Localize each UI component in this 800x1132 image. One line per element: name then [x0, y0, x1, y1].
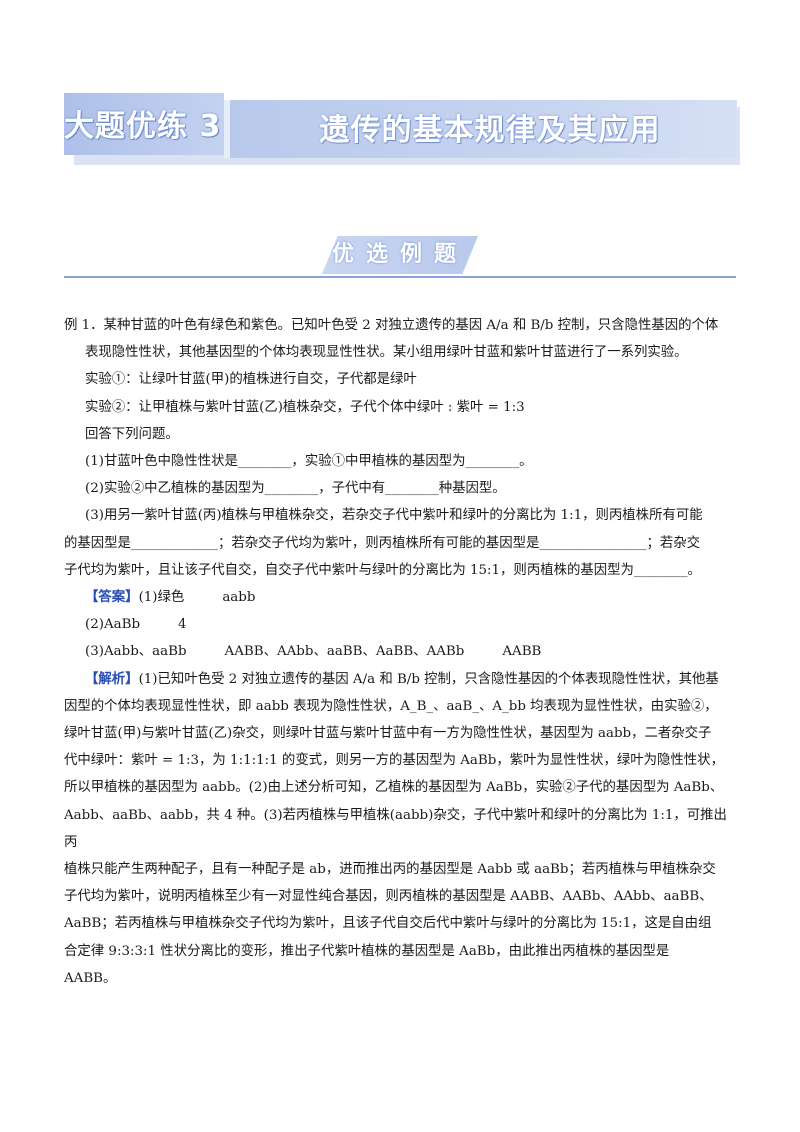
experiment-2: 实验②：让甲植株与紫叶甘蓝(乙)植株杂交，子代个体中绿叶 : 紫叶 = 1:3 — [85, 399, 525, 415]
analysis-line: 绿叶甘蓝(甲)与紫叶甘蓝(乙)杂交，则绿叶甘蓝与紫叶甘蓝中有一方为隐性性状，基因… — [64, 726, 712, 742]
analysis-line: Aabb、aaBb、aabb，共 4 种。(3)若丙植株与甲植株(aabb)杂交… — [64, 807, 727, 850]
section-rule — [64, 276, 736, 278]
banner-main — [230, 100, 737, 158]
answer-line-2: (2)AaBb 4 — [64, 611, 736, 638]
answer-1b: aabb — [222, 590, 256, 606]
page-title: 遗传的基本规律及其应用 — [319, 113, 661, 148]
analysis-line: 子代均为紫叶，说明丙植株至少有一对显性纯合基因，则丙植株的基因型是 AABB、A… — [64, 889, 713, 905]
analysis-line: 因型的个体均表现显性性状，即 aabb 表现为隐性性状，A_B_、aaB_、A_… — [64, 698, 718, 714]
answer-line-1: 【答案】(1)绿色 aabb — [64, 584, 736, 611]
banner-divider — [224, 100, 230, 158]
section-tag-bg — [322, 236, 478, 274]
sub-question-3: (3)用另一紫叶甘蓝(丙)植株与甲植株杂交，若杂交子代中紫叶和绿叶的分离比为 1… — [85, 508, 703, 524]
analysis-line: 【解析】(1)已知叶色受 2 对独立遗传的基因 A/a 和 B/b 控制，只含隐… — [64, 666, 736, 693]
question-line: 表现隐性性状，其他基因型的个体均表现显性性状。某小组用绿叶甘蓝和紫叶甘蓝进行了一… — [85, 345, 688, 361]
answer-3c: AABB — [502, 644, 542, 660]
question-line: 例 1．某种甘蓝的叶色有绿色和紫色。已知叶色受 2 对独立遗传的基因 A/a 和… — [64, 318, 719, 333]
answer-label: 【答案】 — [85, 589, 139, 606]
answer-2b: 4 — [178, 617, 187, 633]
analysis-line: AABB。 — [64, 970, 117, 986]
answer-3a: (3)Aabb、aaBb — [85, 644, 187, 660]
sub-question-2: (2)实验②中乙植株的基因型为________，子代中有________种基因型… — [85, 481, 506, 497]
answer-2a: (2)AaBb — [85, 617, 141, 633]
sub-question-3: 的基因型是_____________；若杂交子代均为紫叶，则丙植株所有可能的基因… — [64, 535, 701, 551]
sub-question-3: 子代均为紫叶，且让该子代自交，自交子代中紫叶与绿叶的分离比为 15:1，则丙植株… — [64, 562, 701, 578]
analysis-text: (1)已知叶色受 2 对独立遗传的基因 A/a 和 B/b 控制，只含隐性基因的… — [138, 671, 719, 687]
answer-1a: (1)绿色 — [138, 590, 185, 606]
analysis-label: 【解析】 — [85, 670, 139, 687]
banner-left-block — [64, 93, 224, 155]
answer-line-3: (3)Aabb、aaBb AABB、AAbb、aaBB、AaBB、AABb AABB — [64, 638, 736, 665]
section-tag: 优选例题 — [331, 242, 468, 267]
analysis-line: AaBB；若丙植株与甲植株杂交子代均为紫叶，且该子代自交后代中紫叶与绿叶的分离比… — [64, 916, 712, 932]
answer-3b: AABB、AAbb、aaBB、AaBB、AABb — [224, 644, 465, 660]
document-body: 例 1．某种甘蓝的叶色有绿色和紫色。已知叶色受 2 对独立遗传的基因 A/a 和… — [64, 312, 736, 992]
analysis-line: 所以甲植株的基因型为 aabb。(2)由上述分析可知，乙植株的基因型为 AaBb… — [64, 780, 724, 796]
analysis-line: 合定律 9:3:3:1 性状分离比的变形，推出子代紫叶植株的基因型是 AaBb，… — [64, 943, 670, 959]
analysis-line: 植株只能产生两种配子，且有一种配子是 ab，进而推出丙的基因型是 Aabb 或 … — [64, 862, 716, 878]
experiment-1: 实验①：让绿叶甘蓝(甲)的植株进行自交，子代都是绿叶 — [85, 372, 417, 388]
answer-prompt: 回答下列问题。 — [85, 426, 179, 442]
banner-left-title: 大题优练 3 — [64, 109, 222, 144]
sub-question-1: (1)甘蓝叶色中隐性性状是________，实验①中甲植株的基因型为______… — [85, 454, 533, 470]
analysis-line: 代中绿叶：紫叶 = 1:3，为 1:1:1:1 的变式，则另一方的基因型为 Aa… — [64, 753, 724, 769]
